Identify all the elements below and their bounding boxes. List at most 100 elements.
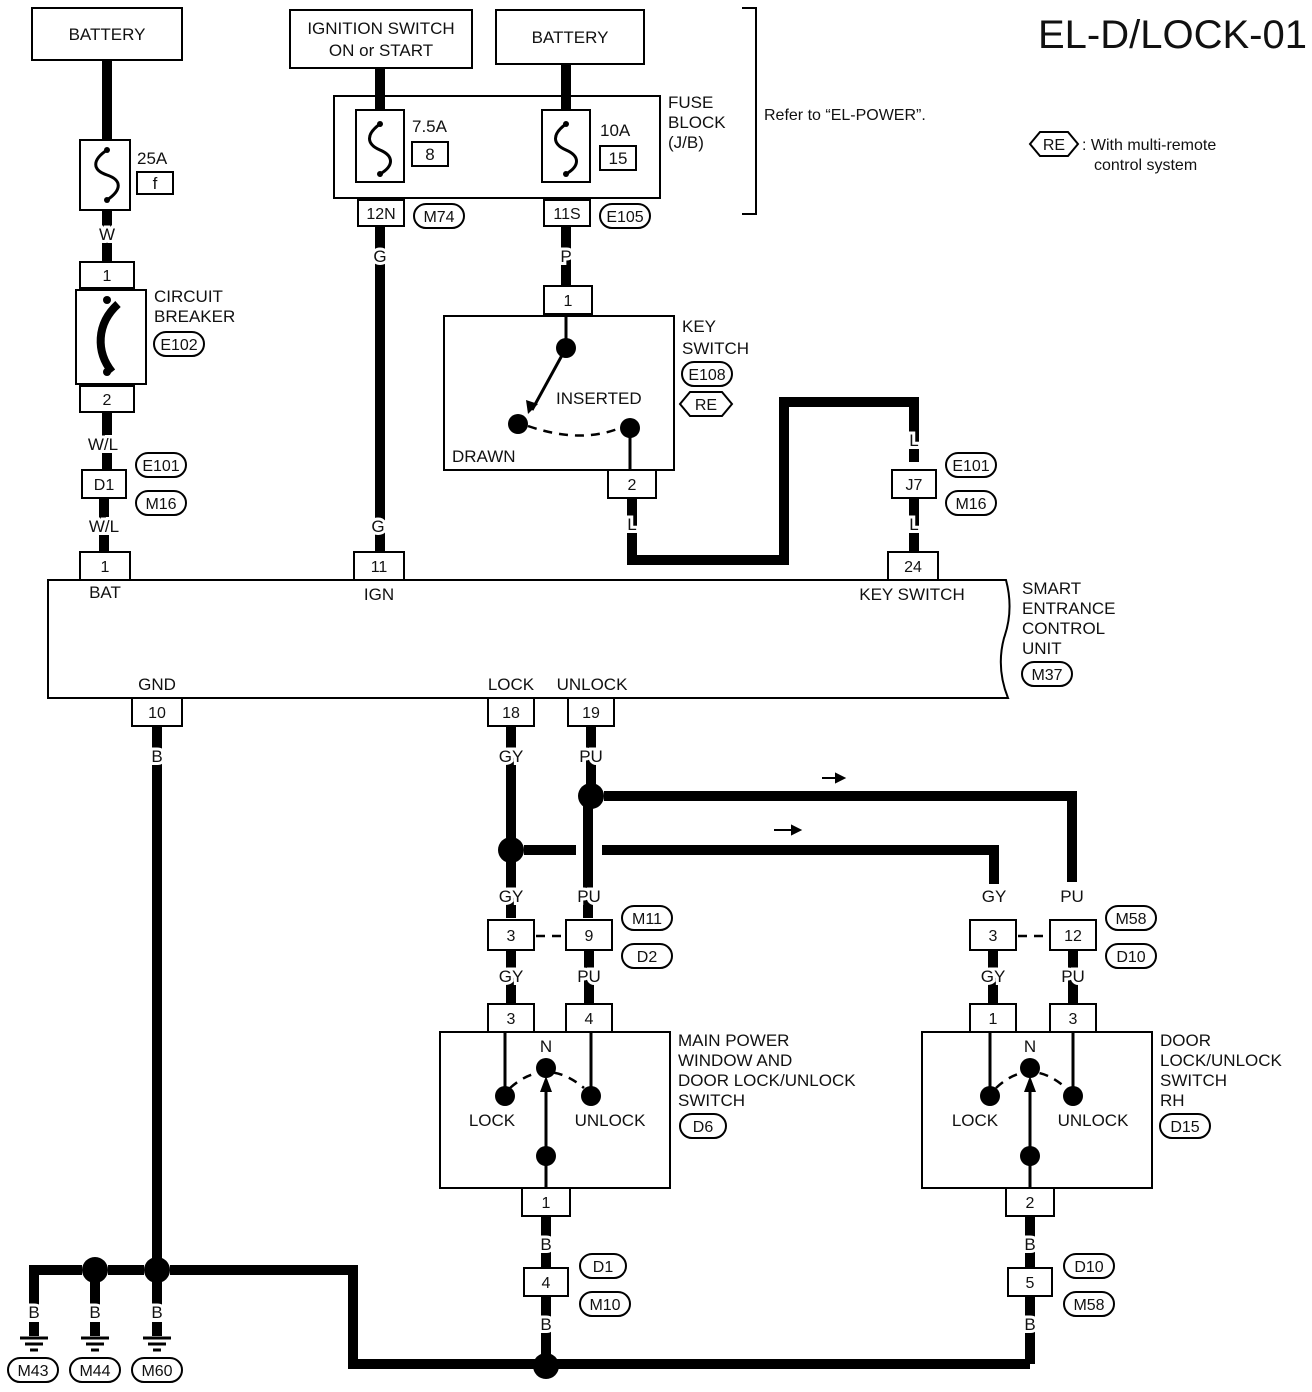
breaker-label-1: CIRCUIT: [154, 287, 223, 306]
rh-switch-label-3: SWITCH: [1160, 1071, 1227, 1090]
breaker-symbol: [96, 301, 121, 375]
rh-switch-label-4: RH: [1160, 1091, 1185, 1110]
wire-bottom-bus: [170, 1265, 1030, 1369]
wire-label-l-1: L: [627, 515, 636, 534]
fuse-10a-amp: 10A: [600, 121, 631, 140]
wire-label-g-2: G: [371, 517, 384, 536]
rh-switch-pin-a-box: [969, 1003, 1017, 1033]
ground-m43-box: [7, 1357, 59, 1383]
battery-left-label: BATTERY: [69, 25, 146, 44]
ground-m43: M43: [17, 1363, 48, 1380]
legend-line-2: control system: [1094, 157, 1197, 174]
ecu-pin-key: 24: [904, 559, 922, 576]
wire-label-b-3: B: [1024, 1235, 1035, 1254]
bottom-c-l1: D1: [593, 1259, 614, 1276]
main-switch-label-2: WINDOW AND: [678, 1051, 792, 1070]
main-switch-pin-c: 1: [542, 1195, 551, 1212]
fuse-75a-no: 8: [425, 145, 434, 164]
rh-switch-pin-a: 1: [989, 1011, 998, 1028]
conn-11s: 11S: [553, 206, 580, 223]
main-switch-pin-b: 4: [585, 1011, 594, 1028]
bottom-c-l2-box: [579, 1291, 631, 1317]
rh-switch-box: [921, 1031, 1153, 1189]
wire-label-b-ground: B: [151, 747, 162, 766]
rh-switch-pin-b: 3: [1069, 1011, 1078, 1028]
wire-label-bg-2: B: [89, 1303, 100, 1322]
joint-e101b: E101: [952, 458, 989, 475]
wire-label-pu-3: PU: [577, 967, 601, 986]
wire-label-pu-4: PU: [1060, 887, 1084, 906]
main-switch-n: N: [540, 1037, 552, 1056]
ecu-gnd: GND: [138, 675, 176, 694]
conn-left-c2-box: [621, 943, 673, 969]
wire-label-b-2: B: [540, 1315, 551, 1334]
main-switch-unlock: UNLOCK: [575, 1111, 647, 1130]
main-switch-label-1: MAIN POWER: [678, 1031, 789, 1050]
legend-badge-shape: [1028, 131, 1080, 157]
joint-j7: J7: [906, 477, 923, 494]
main-switch-conn: D6: [693, 1119, 714, 1136]
legend-badge: RE: [1043, 137, 1065, 154]
joint-d1: D1: [94, 477, 115, 494]
rh-switch-unlock: UNLOCK: [1058, 1111, 1130, 1130]
fuse-75a-no-box: [411, 141, 449, 167]
fuse-block-label-1: FUSE: [668, 93, 713, 112]
rh-switch-conn-box: [1159, 1113, 1211, 1139]
rh-switch-conn: D15: [1170, 1119, 1199, 1136]
ignition-switch-box: [289, 9, 473, 69]
ecu-pin-unlock: 19: [582, 705, 600, 722]
breaker-conn-box: [153, 331, 205, 357]
wire-label-bg-1: B: [28, 1303, 39, 1322]
conn-left-pin-b: 9: [585, 928, 594, 945]
ecu-pin-lock: 18: [502, 705, 520, 722]
conn-left-c1-box: [621, 905, 673, 931]
wire-label-gy-2: GY: [499, 887, 524, 906]
ecu-bat: BAT: [89, 583, 121, 602]
wire-label-wl-2: W/L: [89, 517, 119, 536]
key-switch-pin-bot-label: 2: [628, 477, 637, 494]
conn-right-c2-box: [1105, 943, 1157, 969]
ground-symbol-1: [20, 1322, 48, 1352]
key-switch-inserted: INSERTED: [556, 389, 642, 408]
ecu-pin-key-box: [887, 551, 939, 581]
fuse-block-label-2: BLOCK: [668, 113, 726, 132]
fuse-75a-amp: 7.5A: [412, 117, 448, 136]
main-switch-pin-a: 3: [507, 1011, 516, 1028]
breaker-pin-top-label: 1: [103, 268, 112, 285]
ground-m44-box: [69, 1357, 121, 1383]
bottom-c-r2: M58: [1073, 1297, 1104, 1314]
wire-label-gy-4: GY: [982, 887, 1007, 906]
conn-right-c1-box: [1105, 905, 1157, 931]
ground-m60: M60: [141, 1363, 172, 1380]
bottom-c-l2: M10: [589, 1297, 620, 1314]
fuse-25a-no-box: [136, 171, 174, 195]
fuse-10a-no-box: [599, 145, 637, 171]
bottom-pin-l-box: [523, 1267, 569, 1297]
ecu-key: KEY SWITCH: [859, 585, 964, 604]
ecu-unlock: UNLOCK: [557, 675, 629, 694]
conn-12n: 12N: [366, 206, 395, 223]
breaker-pin-bot: [79, 385, 135, 413]
wire-label-gy-3: GY: [499, 967, 524, 986]
rh-switch-pin-b-box: [1049, 1003, 1097, 1033]
wire-label-b-4: B: [1024, 1315, 1035, 1334]
wire-pu-to-rh: [604, 791, 1077, 882]
rh-switch-lock: LOCK: [952, 1111, 999, 1130]
flow-arrow-1: [822, 772, 847, 784]
ground-m60-box: [131, 1357, 183, 1383]
main-switch-conn-box: [679, 1113, 727, 1139]
wire-label-gy-1: GY: [499, 747, 524, 766]
joint-m16: M16: [145, 496, 176, 513]
bottom-c-r2-box: [1063, 1291, 1115, 1317]
wire-label-pu-2: PU: [577, 887, 601, 906]
main-switch-pin-b-box: [565, 1003, 613, 1033]
fuse-block-label-3: (J/B): [668, 133, 704, 152]
wire-label-l-3: L: [909, 515, 918, 534]
fuse-25a-symbol: [94, 148, 120, 202]
ecu-label-1: SMART: [1022, 579, 1081, 598]
conn-e105-box: [599, 203, 651, 229]
ecu-pin-bat: 1: [101, 559, 110, 576]
conn-right-c2: D10: [1116, 949, 1145, 966]
key-switch-pin-top-label: 1: [564, 293, 573, 310]
